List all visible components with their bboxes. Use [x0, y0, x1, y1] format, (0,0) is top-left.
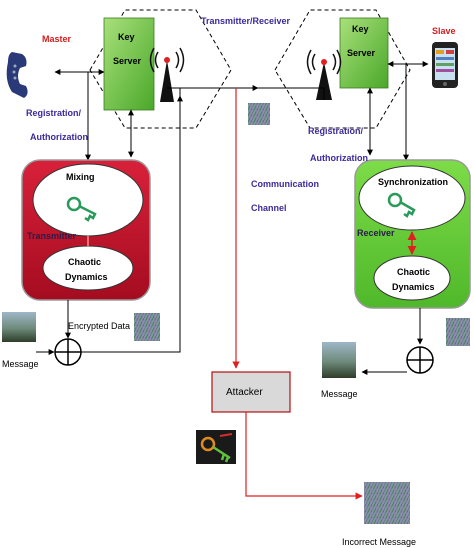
registration-label-left: Registration/: [26, 108, 82, 118]
message-label-right: Message: [321, 389, 358, 399]
left-key-server-label-line1: Key: [118, 32, 135, 42]
receiver-label: Receiver: [357, 228, 395, 238]
attacker-key-icon: [196, 430, 236, 464]
transmitter-receiver-label: Transmitter/Receiver: [201, 16, 291, 26]
noise-signal-image: [364, 482, 410, 524]
chaotic-right-line1: Chaotic: [397, 267, 431, 277]
attacker-label: Attacker: [226, 387, 263, 398]
key-icon: [66, 196, 97, 222]
communication-label: Communication: [251, 179, 320, 189]
message-photo-image: [322, 342, 356, 378]
registration-label-right: Registration/: [308, 126, 364, 136]
chaotic-dynamics-ellipse-right: [373, 255, 451, 301]
chaotic-left-line1: Chaotic: [68, 257, 102, 267]
right-hexagon: [274, 9, 411, 129]
message-label-left: Message: [2, 359, 39, 369]
chaotic-left-line2: Dynamics: [65, 272, 108, 282]
master-label: Master: [42, 34, 72, 44]
mixing-label: Mixing: [66, 172, 95, 182]
chaotic-dynamics-ellipse-left: [42, 245, 134, 291]
channel-label: Channel: [251, 203, 287, 213]
antenna-tower-icon: [149, 47, 185, 102]
encrypted-data-label: Encrypted Data: [68, 321, 131, 331]
attacker-box: [211, 371, 291, 413]
authorization-label-left: Authorization: [30, 132, 88, 142]
synchronization-label: Synchronization: [378, 177, 449, 187]
transmitter-label: Transmitter: [27, 231, 77, 241]
right-key-server-label-line1: Key: [352, 24, 369, 34]
chaotic-right-line2: Dynamics: [392, 282, 435, 292]
left-key-server-box: [103, 17, 155, 111]
message-photo-image: [2, 312, 36, 342]
xor-circle-icon: [406, 346, 434, 374]
noise-signal-image: [446, 318, 470, 346]
key-icon: [387, 192, 416, 218]
antenna-tower-icon: [306, 49, 342, 100]
phone-icon: [6, 52, 28, 98]
slave-label: Slave: [432, 26, 456, 36]
xor-circle-icon: [54, 338, 82, 366]
right-key-server-label-line2: Server: [347, 48, 376, 58]
left-key-server-label-line2: Server: [113, 56, 142, 66]
authorization-label-right: Authorization: [310, 153, 368, 163]
incorrect-message-label: Incorrect Message: [342, 537, 417, 547]
noise-signal-image: [248, 103, 270, 125]
noise-signal-image: [134, 313, 160, 341]
right-key-server-box: [339, 17, 389, 89]
smartphone-icon: [432, 42, 458, 88]
synchronization-ellipse: [358, 165, 466, 231]
